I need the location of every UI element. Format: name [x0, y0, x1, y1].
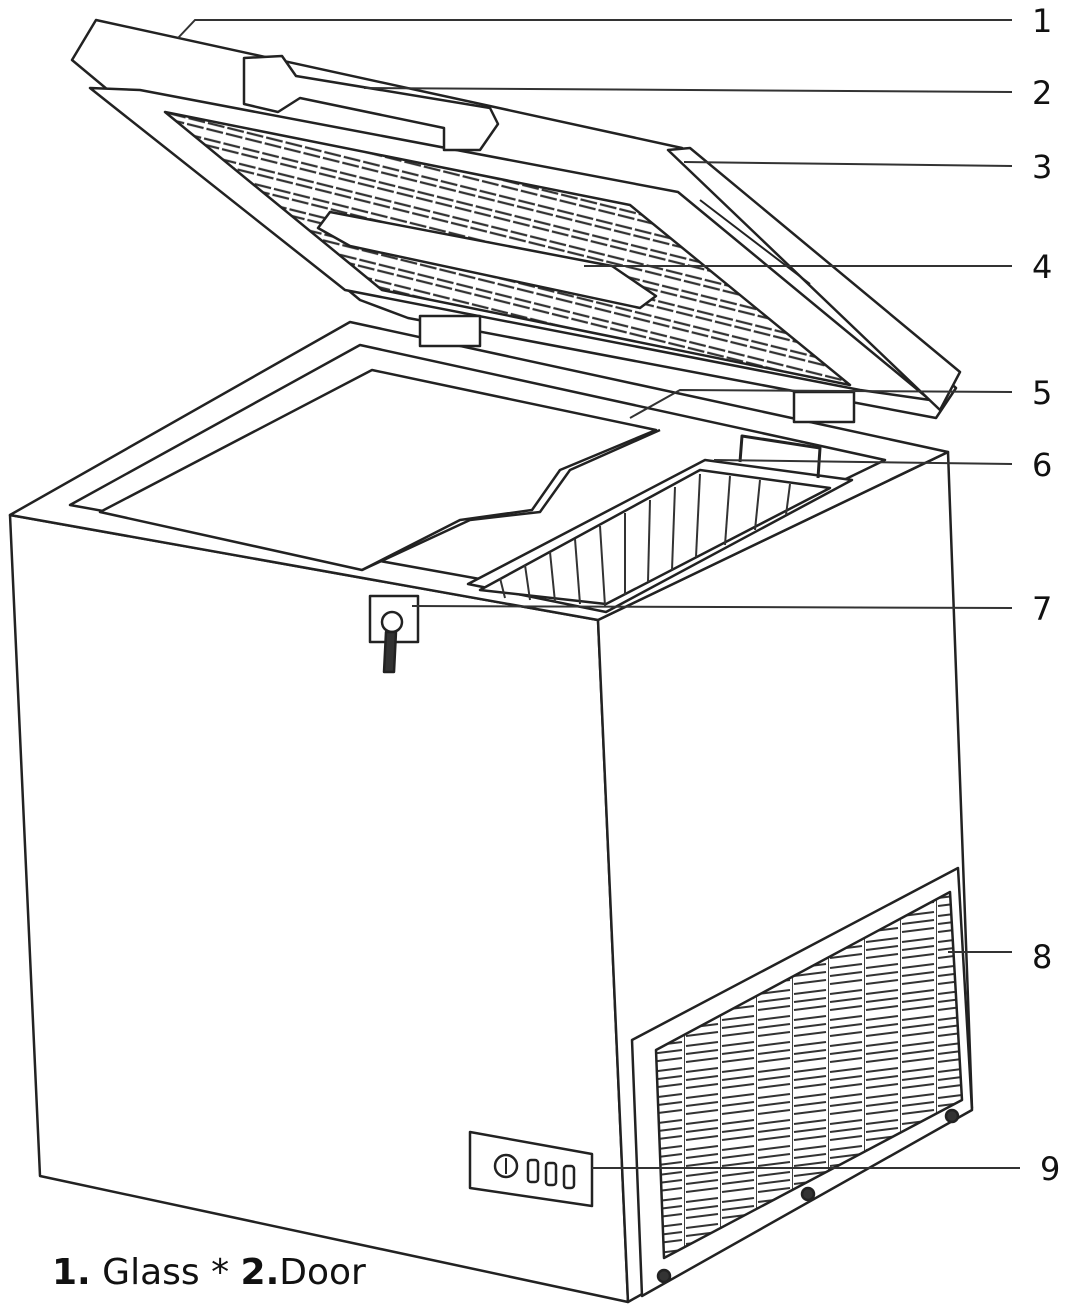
caption-item2-number: 2. [240, 1252, 280, 1293]
callout-6: 6 [1032, 446, 1052, 484]
caption-item1-text: Glass * [90, 1252, 241, 1293]
callout-7: 7 [1032, 590, 1052, 628]
callout-9: 9 [1040, 1150, 1060, 1188]
callout-1: 1 [1032, 2, 1052, 40]
callout-3: 3 [1032, 148, 1052, 186]
legend-caption: 1. Glass * 2.Door [52, 1252, 366, 1293]
leader-6 [713, 459, 1013, 465]
ventilation-grille [630, 866, 974, 1298]
caption-item2-text: Door [279, 1252, 366, 1293]
caption-item1-number: 1. [52, 1252, 91, 1293]
callout-8: 8 [1032, 938, 1052, 976]
callout-numbers: 1 2 3 4 5 6 7 8 9 [1032, 2, 1060, 1188]
leader-7 [411, 605, 1013, 609]
leader-2 [363, 87, 1013, 93]
callout-2: 2 [1032, 74, 1052, 112]
leader-3 [683, 161, 1013, 167]
leader-lines [177, 19, 1020, 1169]
lock [368, 594, 420, 674]
freezer-drawing [8, 18, 974, 1304]
callout-4: 4 [1032, 248, 1052, 286]
callout-5: 5 [1032, 374, 1052, 412]
control-panel [468, 1130, 594, 1208]
leader-5 [629, 388, 1013, 419]
lid [70, 18, 962, 424]
leader-1 [177, 19, 1012, 39]
basket [466, 434, 854, 614]
